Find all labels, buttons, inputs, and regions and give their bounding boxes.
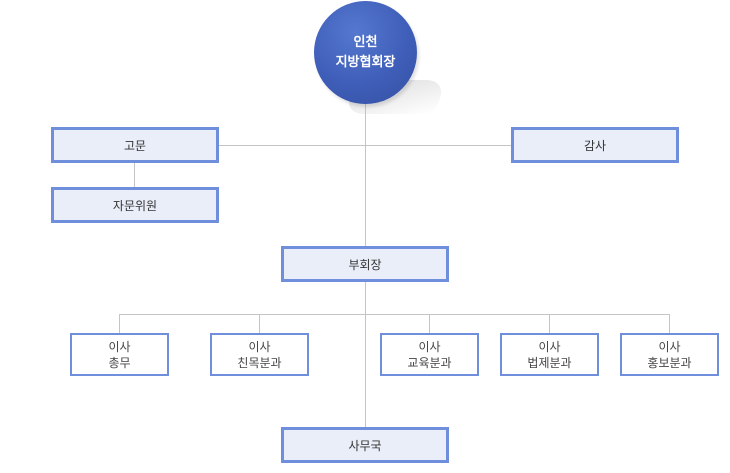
advisory-committee-node: 자문위원 [51,187,219,223]
secretariat-node: 사무국 [281,427,449,463]
advisor-node: 고문 [51,127,219,163]
director-node-general-affairs: 이사 총무 [70,333,169,376]
director-node-legal: 이사 법제분과 [500,333,599,376]
root-node-label-line1: 인천 [353,34,378,50]
director-dept: 홍보분과 [647,355,692,370]
director-node-education: 이사 교육분과 [380,333,479,376]
director-node-publicity: 이사 홍보분과 [620,333,719,376]
director-dept: 친목분과 [237,355,282,370]
root-node-incheon-chapter-president: 인천 지방협회장 [314,1,417,104]
director-dept: 교육분과 [407,355,452,370]
director-dept: 법제분과 [527,355,572,370]
director-title: 이사 [108,339,131,354]
director-title: 이사 [248,339,271,354]
vice-president-node: 부회장 [281,246,449,282]
director-node-fellowship: 이사 친목분과 [210,333,309,376]
director-title: 이사 [658,339,681,354]
director-title: 이사 [538,339,561,354]
root-node-label-line2: 지방협회장 [335,54,396,70]
auditor-node: 감사 [511,127,679,163]
director-title: 이사 [418,339,441,354]
director-dept: 총무 [108,355,131,370]
